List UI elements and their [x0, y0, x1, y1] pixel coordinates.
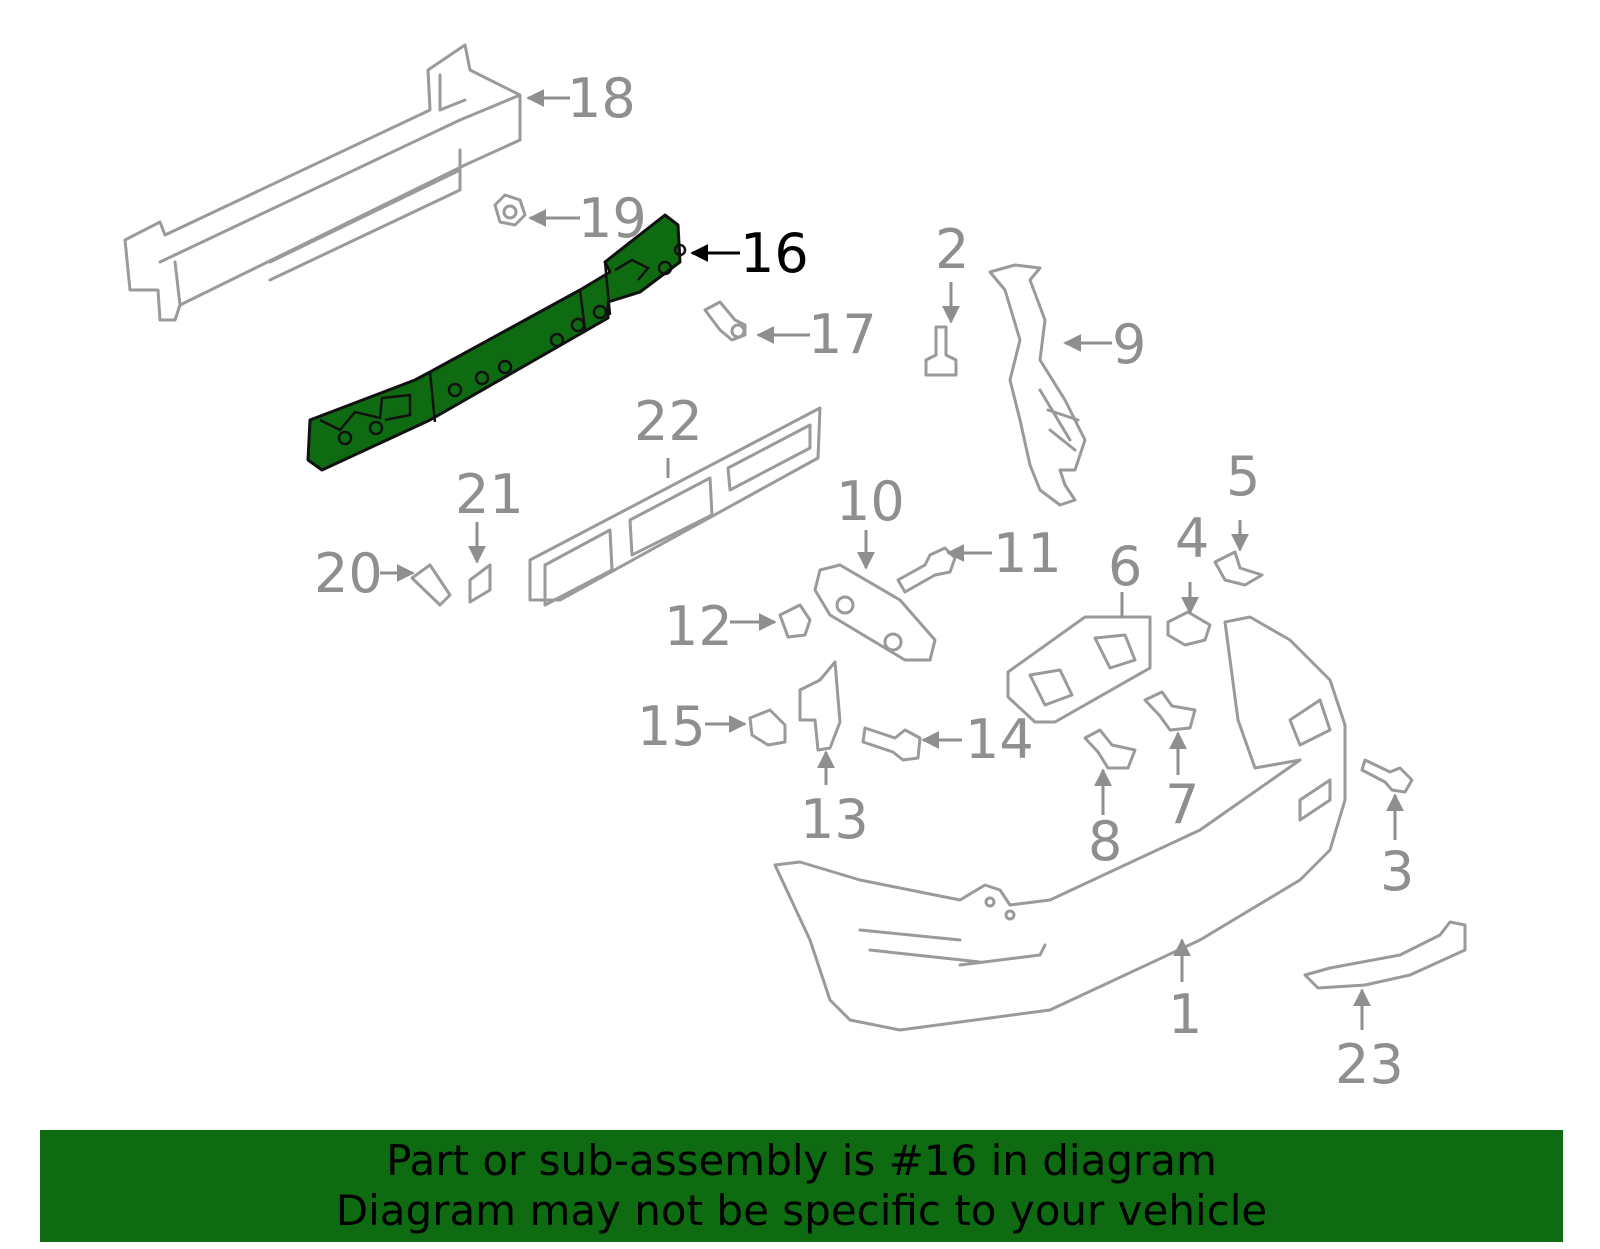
callout-18: 18 — [567, 67, 636, 130]
callout-6: 6 — [1108, 535, 1142, 598]
part-21-clip — [468, 563, 492, 604]
callout-1: 1 — [1168, 983, 1202, 1046]
part-3-bolt — [1360, 758, 1414, 794]
callout-8: 8 — [1088, 810, 1122, 873]
callout-3: 3 — [1380, 840, 1414, 903]
callout-15: 15 — [637, 695, 706, 758]
callout-17: 17 — [808, 303, 877, 366]
callout-13: 13 — [800, 788, 869, 851]
part-2-bolt — [924, 325, 958, 377]
callout-12: 12 — [664, 595, 733, 658]
part-15-clip — [748, 708, 787, 747]
callout-22: 22 — [634, 390, 703, 453]
callout-9: 9 — [1112, 313, 1146, 376]
part-4-clip — [1166, 610, 1212, 647]
part-13-bracket — [798, 660, 842, 752]
part-22-frame — [528, 406, 822, 607]
part-12-clip — [778, 603, 812, 639]
callout-16-highlighted: 16 — [740, 222, 809, 285]
part-5-clip — [1213, 550, 1264, 587]
callout-7: 7 — [1165, 773, 1199, 836]
part-7-clip — [1143, 690, 1197, 732]
callout-21: 21 — [455, 463, 524, 526]
callout-10: 10 — [836, 470, 905, 533]
part-6-bracket — [1006, 615, 1152, 724]
part-1-bumper-cover — [773, 615, 1347, 1032]
part-9-bracket — [988, 263, 1087, 507]
part-11-bolt — [896, 546, 957, 594]
part-18-reinforcement-beam — [123, 43, 522, 322]
part-8-clip — [1083, 728, 1137, 770]
banner-line-1: Part or sub-assembly is #16 in diagram — [386, 1136, 1217, 1185]
callout-23: 23 — [1335, 1033, 1404, 1096]
leader-lines — [380, 89, 1404, 1030]
callout-14: 14 — [965, 708, 1034, 771]
callout-5: 5 — [1226, 445, 1260, 508]
part-17-bolt — [703, 300, 747, 342]
callout-20: 20 — [314, 542, 383, 605]
callout-4: 4 — [1175, 507, 1209, 570]
part-20-clip — [410, 563, 452, 607]
part-14-bolt — [861, 726, 922, 762]
info-banner: Part or sub-assembly is #16 in diagram D… — [40, 1130, 1563, 1242]
banner-line-2: Diagram may not be specific to your vehi… — [335, 1186, 1268, 1235]
callout-11: 11 — [993, 522, 1062, 585]
callout-numbers: 18 19 16 17 2 9 22 21 20 10 11 12 6 4 5 … — [314, 67, 1414, 1096]
part-23-trim — [1303, 920, 1467, 990]
part-19-nut — [493, 193, 527, 227]
part-10-reflector — [813, 563, 937, 662]
callout-19: 19 — [578, 187, 647, 250]
part-16-energy-absorber — [306, 213, 687, 472]
callout-2: 2 — [935, 218, 969, 281]
